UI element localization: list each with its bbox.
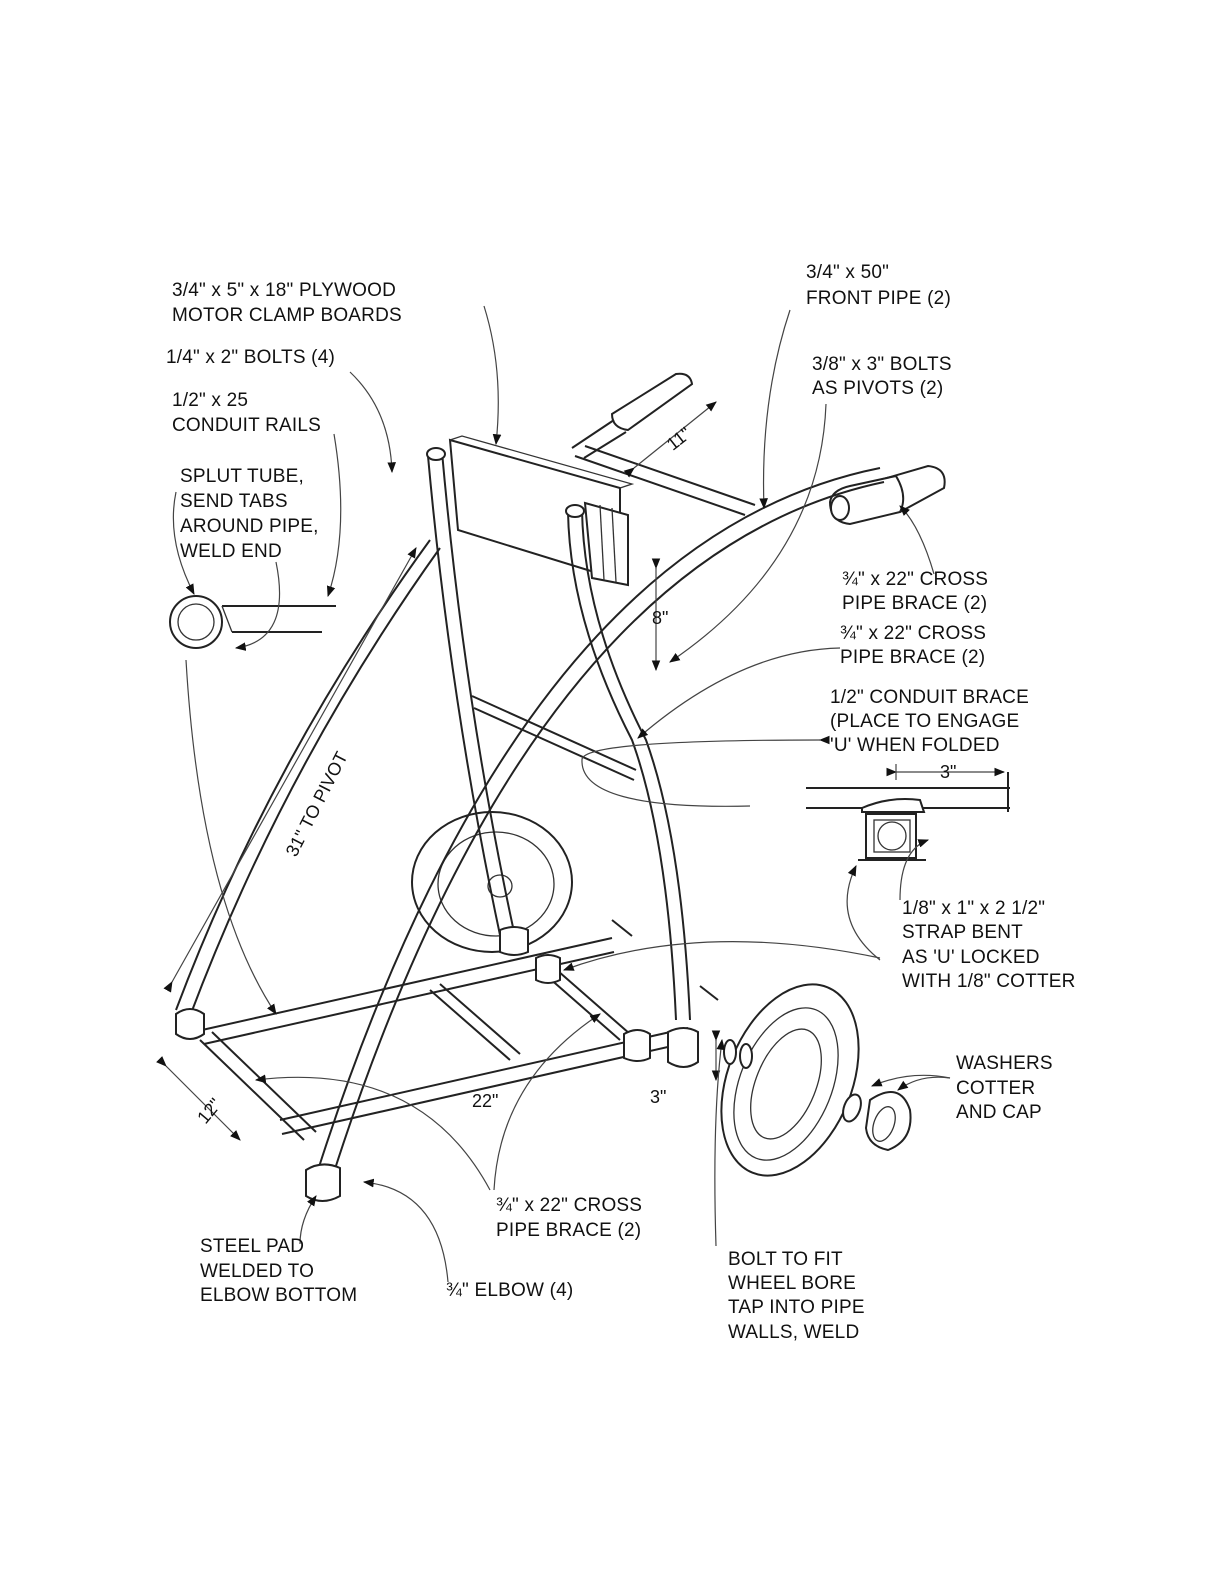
cap-parts xyxy=(842,1091,912,1152)
rear-wheel xyxy=(411,811,573,953)
label-cross-brace-c: ¾" x 22" CROSS PIPE BRACE (2) xyxy=(496,1195,648,1241)
label-pivot-bolts: 3/8" x 3" BOLTS AS PIVOTS (2) xyxy=(812,354,957,399)
dim-handle-width: 11" xyxy=(663,423,695,454)
dim-axle-offset: 3" xyxy=(650,1087,666,1107)
label-cross-brace-a: ¾" x 22" CROSS PIPE BRACE (2) xyxy=(842,569,994,614)
dim-to-pivot: 31" TO PIVOT xyxy=(282,748,352,859)
label-wheel-bolt: BOLT TO FIT WHEEL BORE TAP INTO PIPE WAL… xyxy=(728,1249,870,1343)
label-strap: 1/8" x 1" x 2 1/2" STRAP BENT AS 'U' LOC… xyxy=(902,898,1076,992)
label-plywood: 3/4" x 5" x 18" PLYWOOD MOTOR CLAMP BOAR… xyxy=(172,280,402,326)
right-rear-pipe xyxy=(565,504,691,1021)
label-elbow: ¾" ELBOW (4) xyxy=(446,1280,573,1301)
label-steel-pad: STEEL PAD WELDED TO ELBOW BOTTOM xyxy=(200,1236,357,1306)
near-handle-grip xyxy=(828,464,946,526)
dim-detail-offset: 3" xyxy=(940,762,956,782)
leader-lines xyxy=(172,305,951,1283)
cart-drawing xyxy=(156,305,1010,1283)
label-washers: WASHERS COTTER AND CAP xyxy=(956,1053,1058,1123)
motor-clamp-boards xyxy=(448,435,635,587)
front-pipe xyxy=(317,467,885,1173)
front-wheel xyxy=(720,983,860,1177)
split-tube-detail xyxy=(169,595,336,649)
dim-board-gap: 8" xyxy=(652,608,668,628)
dim-base-width: 12" xyxy=(193,1094,225,1127)
label-bolts-quarter: 1/4" x 2" BOLTS (4) xyxy=(166,347,335,368)
axle-washers xyxy=(723,1039,753,1069)
label-front-pipe: 3/4" x 50" FRONT PIPE (2) xyxy=(806,262,951,309)
dim-base-length: 22" xyxy=(472,1091,498,1111)
left-rear-pipe xyxy=(426,447,515,936)
elbow-fittings xyxy=(175,926,699,1202)
label-conduit-brace: 1/2" CONDUIT BRACE (PLACE TO ENGAGE 'U' … xyxy=(830,687,1034,756)
conduit-brace xyxy=(471,695,637,781)
label-conduit-rails: 1/2" x 25 CONDUIT RAILS xyxy=(172,390,321,436)
dimension-lines xyxy=(156,401,1006,1141)
label-split-tube: SPLUT TUBE, SEND TABS AROUND PIPE, WELD … xyxy=(180,466,324,562)
u-strap-detail xyxy=(806,772,1010,861)
label-cross-brace-b: ¾" x 22" CROSS PIPE BRACE (2) xyxy=(840,623,992,668)
